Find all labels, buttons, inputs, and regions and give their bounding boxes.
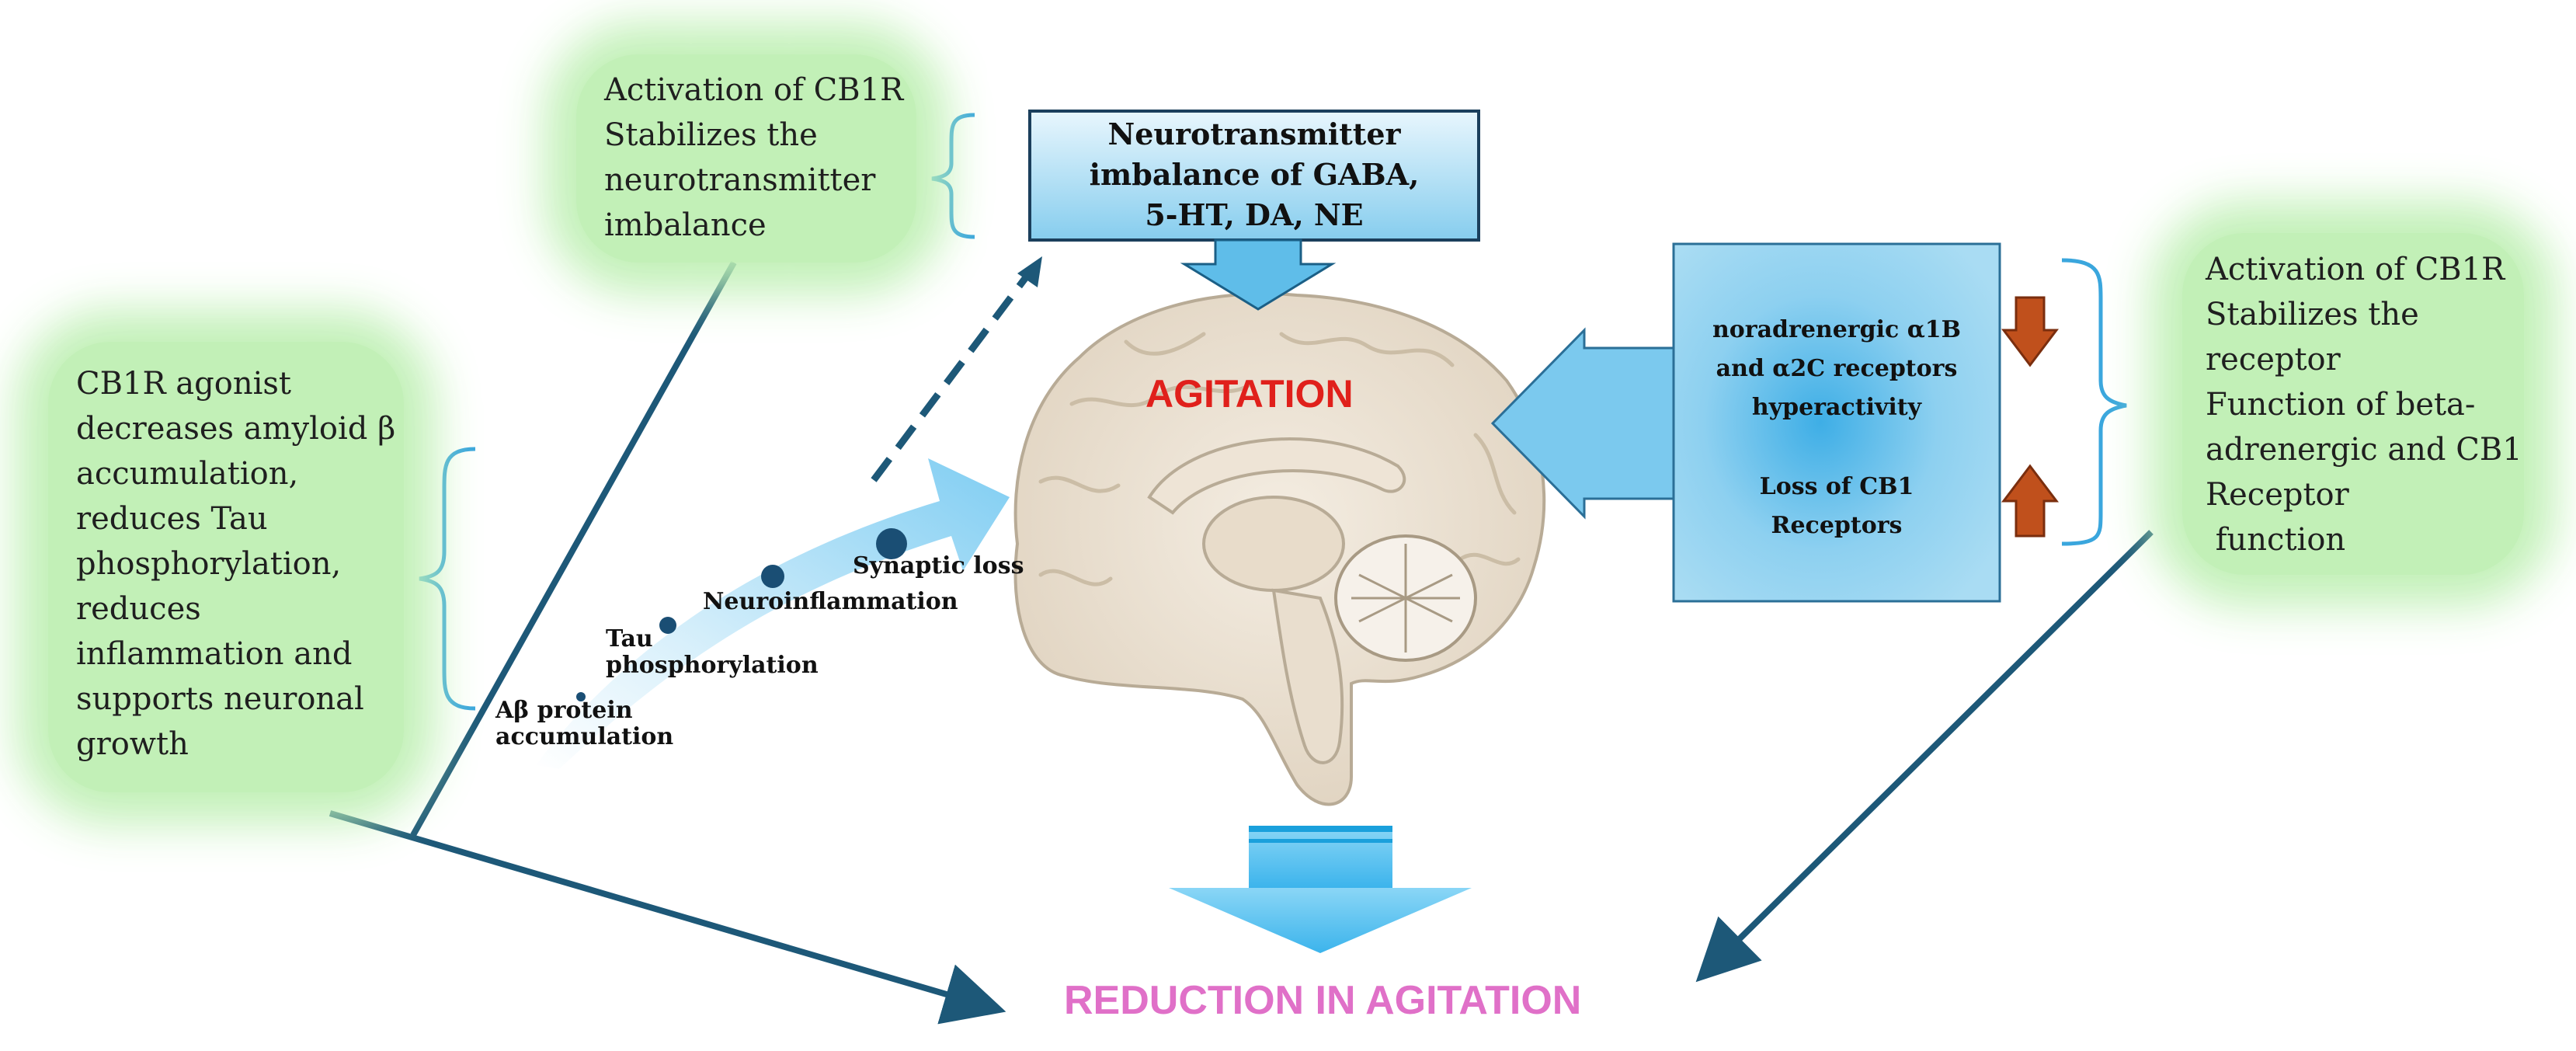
connector-left-to-reduction xyxy=(329,810,1006,1025)
note-left: CB1R agonist decreases amyloid β accumul… xyxy=(76,366,396,762)
stage-dot-1 xyxy=(576,692,586,701)
connector-top-left xyxy=(410,261,737,837)
stage-label-1: Aβ protein accumulation xyxy=(495,697,674,750)
connector-right-to-reduction xyxy=(1695,530,2154,983)
neurotransmitter-box xyxy=(1028,110,1480,242)
neurotransmitter-text: Neurotransmitter imbalance of GABA, 5-HT… xyxy=(1089,117,1420,232)
down-arrow-to-brain xyxy=(1180,238,1337,311)
agitation-label: AGITATION xyxy=(1145,372,1354,416)
dashed-arrow-head xyxy=(1017,256,1042,287)
highlight-top-left xyxy=(576,54,916,263)
left-arrow-to-brain xyxy=(1490,327,1675,520)
cerebellum xyxy=(1334,534,1477,662)
reduction-label: REDUCTION IN AGITATION xyxy=(1064,978,1582,1023)
dashed-arrow xyxy=(871,266,1036,482)
brace-right xyxy=(2061,258,2127,546)
decrease-arrow-icon xyxy=(2001,296,2060,367)
note-top-left: Activation of CB1R Stabilizes the neurot… xyxy=(604,72,904,243)
highlight-right xyxy=(2182,233,2524,575)
stage-dot-3 xyxy=(761,565,784,588)
brace-top-left xyxy=(931,113,975,239)
brace-left xyxy=(419,447,476,711)
note-right: Activation of CB1R Stabilizes the recept… xyxy=(2206,252,2522,558)
stage-label-3: Neuroinflammation xyxy=(703,588,958,615)
receptor-loss-text: Loss of CB1 Receptors xyxy=(1759,473,1914,539)
stage-dot-2 xyxy=(659,617,676,634)
increase-arrow-icon xyxy=(2001,464,2060,538)
bottom-down-arrow xyxy=(1169,826,1472,953)
receptor-hyperactivity-text: noradrenergic α1B and α2C receptors hype… xyxy=(1712,316,1962,421)
stage-label-4: Synaptic loss xyxy=(853,552,1024,579)
stage-dot-4 xyxy=(876,528,907,559)
brain-illustration xyxy=(1013,292,1546,806)
receptor-box xyxy=(1672,242,2001,603)
stage-label-2: Tau phosphorylation xyxy=(606,625,819,679)
highlight-left xyxy=(48,342,404,792)
